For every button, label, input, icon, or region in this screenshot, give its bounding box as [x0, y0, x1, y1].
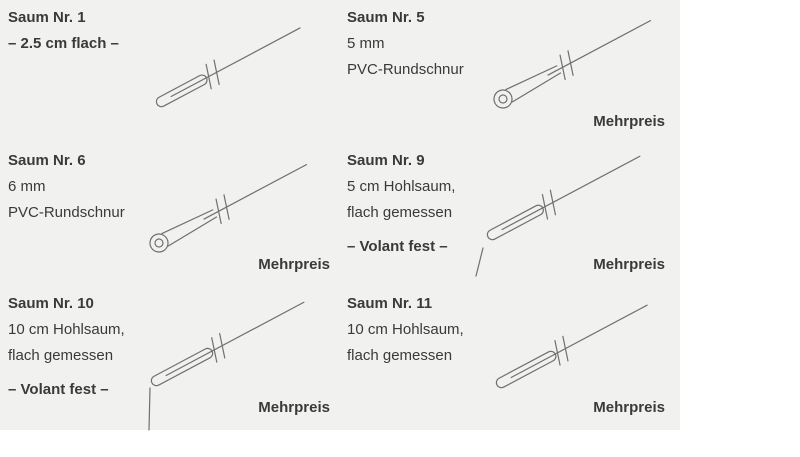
- saum-spec-line: PVC-Rundschnur: [8, 204, 125, 221]
- panel-text: Saum Nr. 11 10 cm Hohlsaum, flach gemess…: [347, 291, 464, 369]
- panel-text: Saum Nr. 1 – 2.5 cm flach –: [8, 5, 119, 57]
- saum-title: Saum Nr. 9: [347, 152, 425, 169]
- panel-text: Saum Nr. 5 5 mm PVC-Rundschnur: [347, 5, 464, 83]
- panel-saum-1: Saum Nr. 1 – 2.5 cm flach –: [0, 0, 340, 143]
- panel-text: Saum Nr. 10 10 cm Hohlsaum, flach gemess…: [8, 291, 125, 403]
- panel-text: Saum Nr. 6 6 mm PVC-Rundschnur: [8, 148, 125, 226]
- saum-title: Saum Nr. 5: [347, 9, 425, 26]
- surcharge-label: Mehrpreis: [593, 399, 665, 416]
- hollow-hem-diagram: [495, 304, 648, 389]
- panel-text: Saum Nr. 9 5 cm Hohlsaum, flach gemessen…: [347, 148, 455, 260]
- panel-saum-5: Saum Nr. 5 5 mm PVC-Rundschnur Mehrpreis: [340, 0, 680, 143]
- saum-note: – Volant fest –: [347, 238, 448, 255]
- panel-saum-11: Saum Nr. 11 10 cm Hohlsaum, flach gemess…: [340, 286, 680, 430]
- saum-title: Saum Nr. 1: [8, 9, 86, 26]
- saum-spec-line: 6 mm: [8, 178, 46, 195]
- saum-spec-line: 5 mm: [347, 35, 385, 52]
- hollow-hem-diagram: [475, 155, 641, 277]
- saum-title: Saum Nr. 10: [8, 295, 94, 312]
- hollow-hem-corner-diagram: [148, 301, 305, 431]
- surcharge-label: Mehrpreis: [258, 399, 330, 416]
- page-background: [0, 0, 680, 430]
- panel-saum-9: Saum Nr. 9 5 cm Hohlsaum, flach gemessen…: [340, 143, 680, 286]
- surcharge-label: Mehrpreis: [593, 256, 665, 273]
- round-cord-hem-diagram: [493, 19, 652, 109]
- saum-title: Saum Nr. 6: [8, 152, 86, 169]
- saum-spec-line: flach gemessen: [347, 204, 453, 221]
- saum-spec-line: flach gemessen: [8, 347, 114, 364]
- saum-note: – Volant fest –: [8, 381, 109, 398]
- surcharge-label: Mehrpreis: [593, 113, 665, 130]
- round-cord-hem-diagram: [149, 163, 308, 253]
- saum-spec-line: flach gemessen: [347, 347, 453, 364]
- saum-title: Saum Nr. 11: [347, 295, 433, 312]
- saum-spec-line: PVC-Rundschnur: [347, 61, 464, 78]
- flat-hem-diagram: [155, 27, 301, 108]
- saum-spec-line: 5 cm Hohlsaum,: [347, 178, 456, 195]
- panel-saum-10: Saum Nr. 10 10 cm Hohlsaum, flach gemess…: [0, 286, 340, 431]
- saum-spec-line: 10 cm Hohlsaum,: [8, 321, 125, 338]
- saum-spec-line: 10 cm Hohlsaum,: [347, 321, 464, 338]
- surcharge-label: Mehrpreis: [258, 256, 330, 273]
- saum-note: – 2.5 cm flach –: [8, 35, 119, 52]
- panel-saum-6: Saum Nr. 6 6 mm PVC-Rundschnur Mehrpreis: [0, 143, 340, 286]
